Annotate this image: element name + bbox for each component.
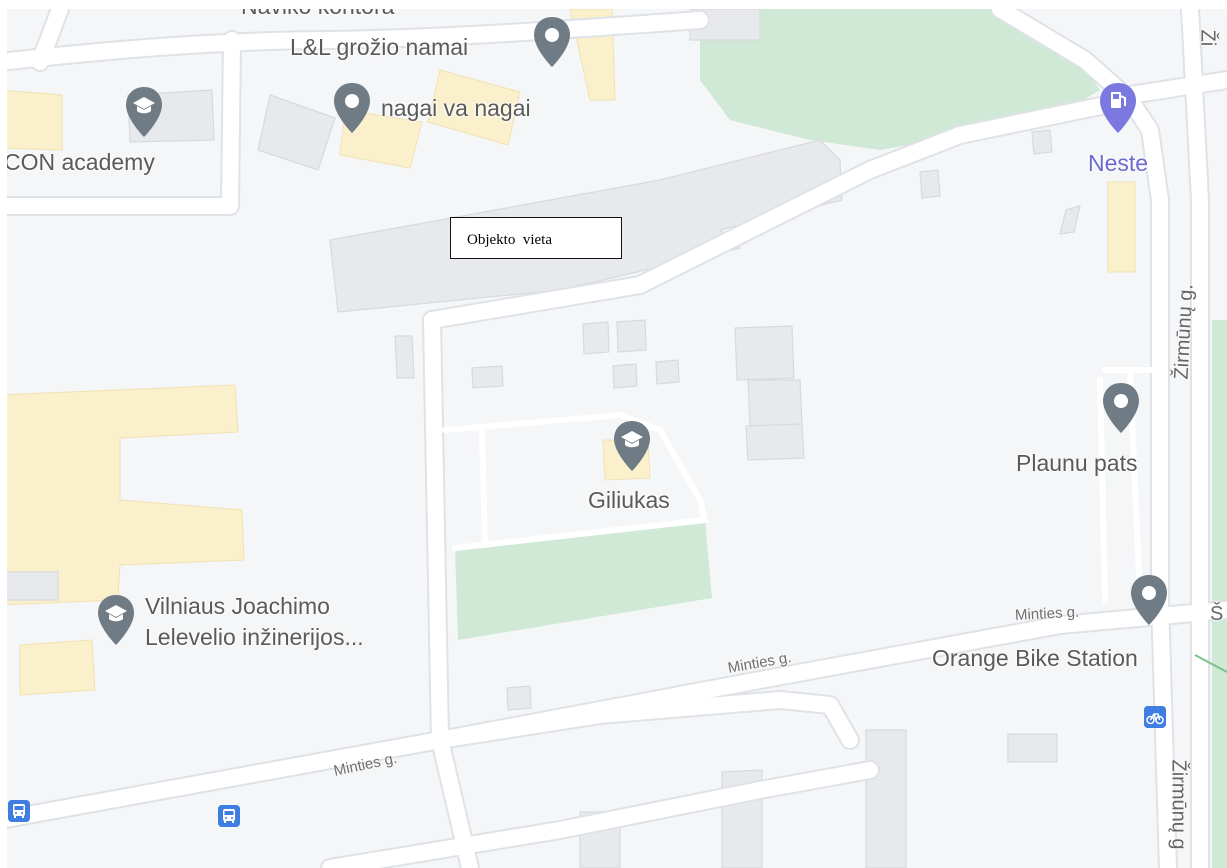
building: [655, 359, 680, 385]
building: [734, 325, 795, 381]
road: [632, 92, 1138, 293]
map-pin-icon[interactable]: [1101, 382, 1141, 434]
graduation-cap-icon[interactable]: [612, 420, 652, 472]
campus-building: [0, 89, 63, 151]
poi-label-con-academy[interactable]: CON academy: [4, 149, 155, 175]
poi-label-vilniaus-joachimo[interactable]: Vilniaus Joachimo: [145, 593, 330, 619]
poi-label-giliukas[interactable]: Giliukas: [588, 487, 670, 513]
road: [0, 12, 708, 70]
map-pin-icon[interactable]: [532, 16, 572, 68]
road: [0, 32, 240, 214]
graduation-cap-icon[interactable]: [96, 594, 136, 646]
frame-left: [0, 0, 7, 868]
park-areas: [455, 9, 1227, 868]
footpaths: [442, 367, 1163, 603]
map-pin-icon[interactable]: [332, 82, 372, 134]
building: [257, 94, 336, 171]
building: [745, 423, 805, 461]
poi-label-orange-bike-station[interactable]: Orange Bike Station: [932, 645, 1138, 671]
graduation-cap-icon[interactable]: [124, 86, 164, 138]
building: [865, 729, 907, 868]
road: [32, 1, 68, 70]
building: [1059, 205, 1081, 235]
road: [322, 762, 878, 868]
footpath: [1097, 377, 1108, 603]
road: [432, 692, 858, 748]
building: [616, 319, 647, 353]
building: [582, 321, 610, 355]
poi-label-plaunu-pats[interactable]: Plaunu pats: [1016, 450, 1138, 476]
poi-label-lelevelio-inzinerijos[interactable]: Lelevelio inžinerijos...: [145, 624, 364, 650]
road: [1122, 72, 1227, 103]
campus-building: [0, 384, 245, 606]
frame-top: [0, 0, 1227, 9]
street-label-zirmunu: Žirmūnų g: [1167, 759, 1190, 850]
building: [471, 365, 504, 389]
building: [394, 335, 415, 379]
road: [424, 277, 648, 328]
building: [612, 363, 638, 389]
map-pin-icon[interactable]: [1129, 574, 1169, 626]
footpath: [442, 411, 709, 551]
street-label-edge: Ži: [1196, 29, 1219, 47]
campus-buildings: [0, 8, 1136, 696]
bus-stop-icon[interactable]: [8, 800, 30, 822]
campus-building: [427, 69, 521, 146]
campus-building: [339, 109, 423, 169]
building: [1007, 733, 1058, 763]
fuel-pump-icon[interactable]: [1098, 82, 1138, 134]
campus-building: [1107, 181, 1136, 273]
poi-label-neste[interactable]: Neste: [1088, 150, 1149, 176]
street-label-minties: Minties g.: [1014, 603, 1080, 624]
building: [919, 169, 941, 199]
road-minties: [0, 602, 1227, 828]
building: [0, 571, 59, 601]
building: [1031, 129, 1053, 155]
site-location-callout: Objekto vieta: [450, 217, 622, 259]
building: [747, 379, 803, 427]
bus-stop-icon[interactable]: [218, 805, 240, 827]
route-line: [1194, 654, 1227, 673]
poi-label-nagai-va-nagai[interactable]: nagai va nagai: [381, 95, 531, 121]
footpath: [479, 429, 488, 548]
road-zirmunu: [1182, 1, 1208, 868]
park-area: [1212, 320, 1227, 868]
campus-building: [19, 639, 96, 696]
bike-share-icon[interactable]: [1144, 706, 1166, 728]
park-area: [700, 9, 1100, 150]
park-area: [455, 520, 712, 640]
street-label-edge: Š: [1210, 603, 1224, 625]
poi-label-ll-grozio-namai[interactable]: L&L grožio namai: [290, 34, 469, 60]
building: [506, 685, 532, 711]
